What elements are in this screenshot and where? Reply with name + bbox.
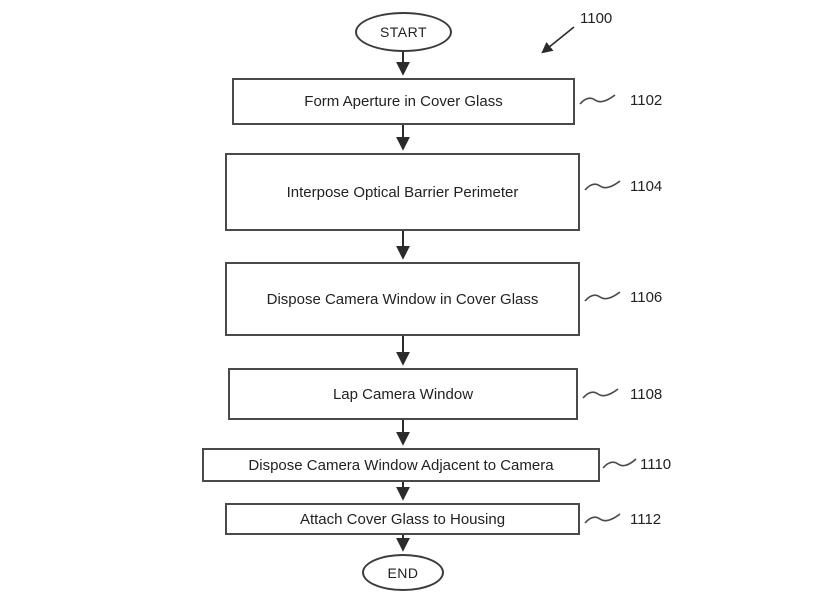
ref-label-1104: 1104 [630, 178, 663, 195]
step-label: Dispose Camera Window Adjacent to Camera [248, 456, 554, 474]
ref-label-1110: 1110 [640, 456, 672, 473]
step-box-interpose-barrier: Interpose Optical Barrier Perimeter [225, 153, 580, 231]
start-terminal: START [355, 12, 452, 52]
step-label: Lap Camera Window [332, 385, 474, 403]
step-box-dispose-window-camera: Dispose Camera Window Adjacent to Camera [202, 448, 600, 482]
step-box-attach-glass: Attach Cover Glass to Housing [225, 503, 580, 535]
start-terminal-label: START [379, 24, 428, 40]
step-box-dispose-window-glass: Dispose Camera Window in Cover Glass [225, 262, 580, 336]
ref-connector-squiggle [579, 94, 616, 105]
ref-label-1112: 1112 [630, 511, 662, 528]
ref-connector-squiggle [602, 458, 637, 469]
step-box-lap-window: Lap Camera Window [228, 368, 578, 420]
step-label: Dispose Camera Window in Cover Glass [266, 290, 539, 308]
end-terminal: END [362, 554, 444, 591]
ref-label-1108: 1108 [630, 386, 663, 403]
ref-connector-squiggle [584, 513, 621, 524]
ref-connector-squiggle [582, 388, 619, 399]
step-box-form-aperture: Form Aperture in Cover Glass [232, 78, 575, 125]
step-label: Attach Cover Glass to Housing [299, 510, 506, 528]
figure-number-label: 1100 [580, 10, 613, 27]
ref-label-1106: 1106 [630, 289, 663, 306]
ref-connector-squiggle [584, 180, 621, 191]
end-terminal-label: END [387, 564, 419, 581]
step-label: Form Aperture in Cover Glass [304, 93, 503, 110]
ref-connector-squiggle [584, 291, 621, 302]
figure-pointer-arrow [541, 26, 575, 54]
step-label: Interpose Optical Barrier Perimeter [286, 183, 519, 201]
ref-label-1102: 1102 [630, 92, 663, 109]
